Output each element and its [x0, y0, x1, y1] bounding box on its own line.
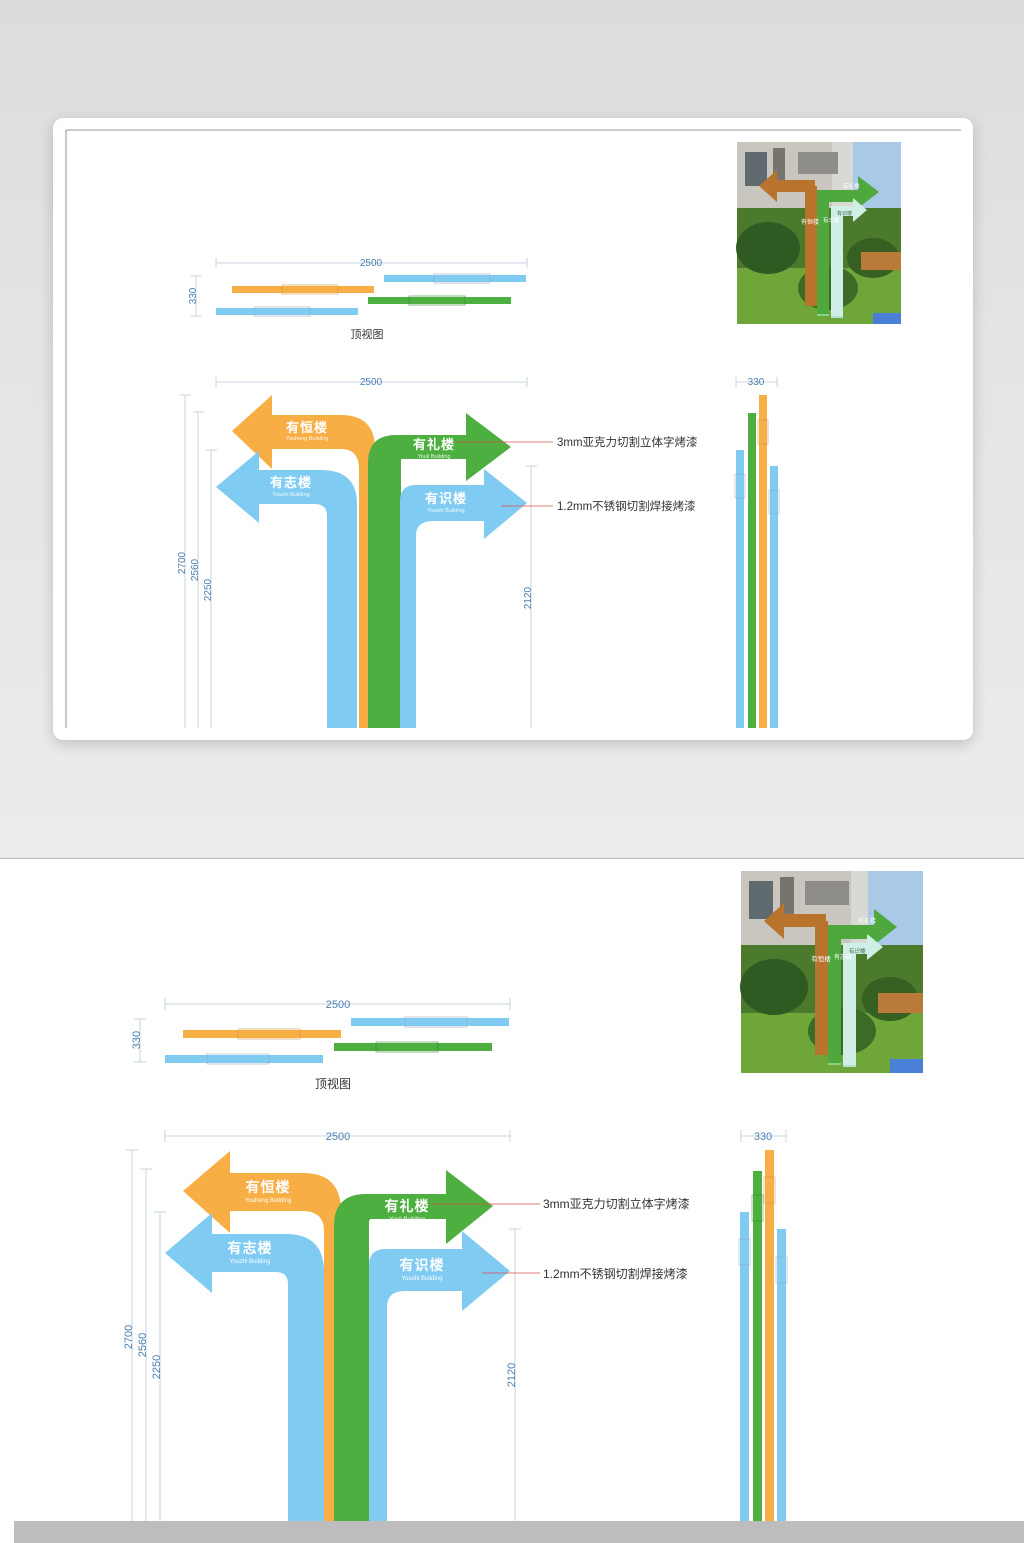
photo-sign-label: 有恒楼: [811, 954, 831, 963]
top-view-caption: 顶视图: [351, 327, 384, 341]
sign-subtext-youzhi: Youzhi Building: [230, 1259, 271, 1265]
height-dimension-2250: 2250: [151, 1355, 163, 1379]
sign-text-youli: 有礼楼: [413, 437, 455, 452]
blue-right-arrow-sign: [400, 469, 527, 728]
sign-subtext-youheng: Youheng Building: [245, 1198, 292, 1204]
drawing-sheet-large: 有恒楼 有礼楼 有志楼 有识楼 2500 330 顶视图: [123, 871, 923, 1523]
note-steel: 1.2mm不锈钢切割焊接烤漆: [557, 499, 696, 513]
photo-sign-label: 有礼楼: [858, 917, 876, 925]
height-dimension-2700: 2700: [177, 551, 188, 574]
sign-subtext-youli: Youli Building: [418, 454, 451, 460]
top-view-blue-plate: [216, 308, 358, 315]
top-view-orange-plate: [232, 286, 374, 293]
top-view: 2500 330 顶视图: [131, 998, 511, 1091]
front-view-width-dimension: 2500: [360, 377, 383, 388]
preview-card: 有恒楼 有礼楼 有志楼 有识楼 2500 330 顶视图: [53, 118, 973, 740]
note-acrylic: 3mm亚克力切割立体字烤漆: [557, 435, 698, 449]
full-drawing-sheet: 有恒楼 有礼楼 有志楼 有识楼 2500 330 顶视图: [0, 858, 1024, 1543]
height-dimension-2250: 2250: [203, 578, 214, 601]
sign-text-youshi: 有识楼: [400, 1257, 445, 1273]
side-view-depth-dimension: 330: [748, 377, 765, 388]
sign-text-youheng: 有恒楼: [246, 1179, 291, 1195]
side-view-blue-post: [777, 1229, 786, 1523]
green-arrow-sign: [368, 413, 511, 728]
top-view-blue-plate: [165, 1055, 323, 1063]
side-view-orange-post: [759, 395, 767, 728]
sign-subtext-youshi: Youshi Building: [427, 508, 464, 514]
top-view-width-dimension: 2500: [360, 258, 383, 269]
height-dimension-2120: 2120: [506, 1363, 518, 1387]
sign-text-youheng: 有恒楼: [286, 420, 328, 435]
top-view-depth-dimension: 330: [131, 1031, 143, 1049]
sign-text-youshi: 有识楼: [425, 491, 467, 506]
side-view-green-post: [753, 1171, 762, 1523]
sign-subtext-youzhi: Youzhi Building: [272, 492, 309, 498]
height-dimension-2560: 2560: [137, 1333, 149, 1357]
footer-bar: [14, 1521, 1024, 1543]
sign-text-youli: 有礼楼: [385, 1198, 430, 1214]
photo-sign-label: 有志楼: [834, 953, 852, 961]
front-view: 2500 2700 2560 2250 2120 有恒楼 Youheng Bui…: [123, 1130, 690, 1523]
photo-rendering: 有恒楼 有礼楼 有志楼 有识楼: [736, 142, 901, 324]
side-view-orange-post: [765, 1150, 774, 1523]
top-view-blue-plate: [384, 275, 526, 282]
sign-text-youzhi: 有志楼: [228, 1240, 273, 1256]
photo-sign-label: 有识楼: [849, 947, 866, 955]
side-view-blue-post: [740, 1212, 749, 1523]
photo-sign-label: 有礼楼: [843, 182, 860, 190]
top-view-green-plate: [368, 297, 511, 304]
photo-sign-label: 有恒楼: [801, 218, 819, 226]
top-view-green-plate: [334, 1043, 492, 1051]
side-view: 330: [734, 377, 780, 728]
top-view-caption: 顶视图: [315, 1076, 351, 1091]
top-view-blue-plate: [351, 1018, 509, 1026]
note-steel: 1.2mm不锈钢切割焊接烤漆: [543, 1266, 688, 1281]
front-view-width-dimension: 2500: [326, 1131, 350, 1143]
blue-left-arrow-sign: [165, 1213, 324, 1523]
blue-left-arrow-sign: [216, 451, 357, 728]
green-arrow-sign: [334, 1170, 493, 1523]
side-view-blue-post: [736, 450, 744, 728]
top-view: 2500 330 顶视图: [188, 258, 528, 341]
top-view-depth-dimension: 330: [188, 287, 199, 304]
sign-text-youzhi: 有志楼: [270, 475, 312, 490]
side-view: 330: [738, 1130, 788, 1523]
side-view-green-post: [748, 413, 756, 728]
drawing-sheet: 有恒楼 有礼楼 有志楼 有识楼 2500 330 顶视图: [65, 129, 961, 728]
top-view-orange-plate: [183, 1030, 341, 1038]
side-view-depth-dimension: 330: [754, 1131, 772, 1143]
height-dimension-2560: 2560: [190, 558, 201, 581]
photo-sign-label: 有识楼: [837, 210, 852, 217]
photo-sign-label: 有志楼: [823, 216, 840, 224]
orange-arrow-sign: [183, 1151, 341, 1523]
note-acrylic: 3mm亚克力切割立体字烤漆: [543, 1196, 690, 1211]
side-view-blue-post: [770, 466, 778, 728]
blue-right-arrow-sign: [369, 1231, 510, 1523]
sign-subtext-youshi: Youshi Building: [402, 1276, 443, 1282]
sign-subtext-youli: Youli Building: [389, 1217, 425, 1223]
photo-rendering: 有恒楼 有礼楼 有志楼 有识楼: [740, 871, 923, 1073]
height-dimension-2120: 2120: [523, 586, 534, 609]
height-dimension-2700: 2700: [123, 1325, 135, 1349]
front-view: 2500 2700 2560 2250 2120 有恒楼 Youheng Bui…: [177, 377, 698, 728]
orange-arrow-sign: [232, 395, 375, 728]
sign-subtext-youheng: Youheng Building: [286, 436, 329, 442]
top-view-width-dimension: 2500: [326, 999, 350, 1011]
